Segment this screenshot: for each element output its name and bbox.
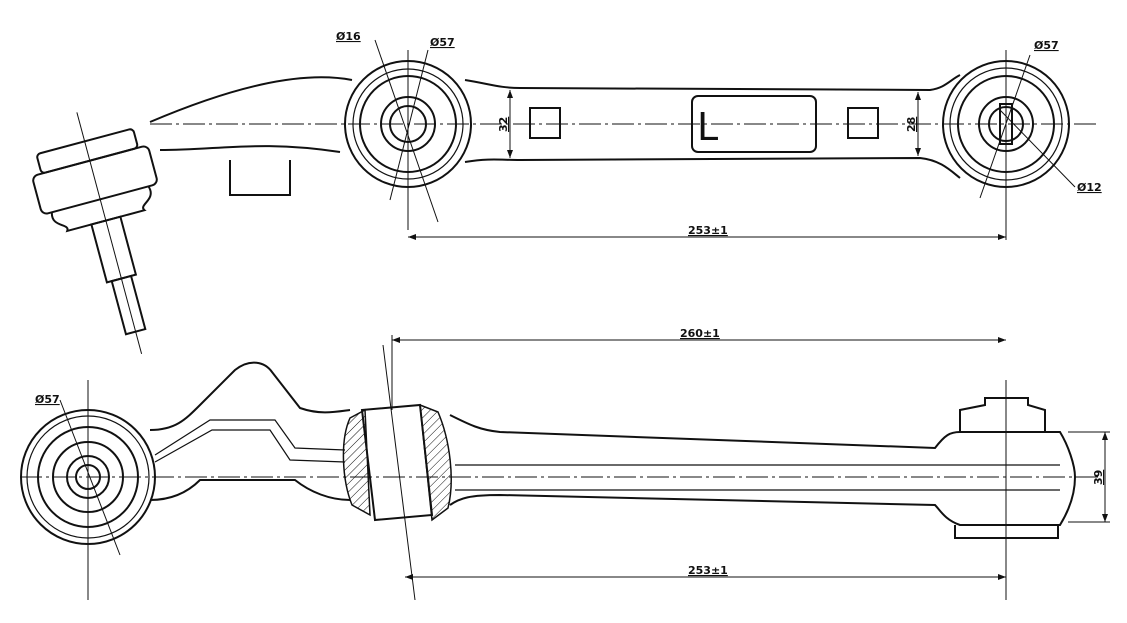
dim-32: 32 (497, 117, 510, 132)
arm-bottom-upper-edge (149, 361, 351, 431)
top-view: L 32 28 253±1 Ø16 Ø57 Ø57 Ø12 (32, 30, 1102, 354)
end-boss-top (959, 397, 1046, 432)
dim-28: 28 (905, 117, 918, 132)
top-slot-right (847, 107, 879, 139)
arm-lower-edge (159, 145, 961, 179)
arm-bottom-rib (154, 419, 346, 463)
dim-dia16: Ø16 (336, 30, 361, 43)
arm-bottom-body (449, 414, 1077, 526)
dim-39: 39 (1092, 470, 1105, 485)
dim-253-bottom: 253±1 (688, 564, 728, 577)
side-marking-box (691, 95, 817, 153)
dim-dia57-bottom: Ø57 (35, 393, 60, 406)
dim-dia57-right: Ø57 (1034, 39, 1059, 52)
dim-dia57-left: Ø57 (430, 36, 455, 49)
left-bushing (344, 39, 472, 230)
ball-joint (32, 112, 158, 354)
bushing-rubber-left (342, 408, 371, 517)
bottom-view: 260±1 253±1 39 Ø57 (20, 327, 1110, 601)
bushing-sleeve (360, 403, 434, 522)
top-slot-left (529, 107, 561, 139)
side-marking: L (697, 105, 718, 149)
arm-upper-edge (149, 74, 961, 123)
arm-bottom-lower-edge (149, 479, 351, 501)
dim-253-top: 253±1 (688, 224, 728, 237)
right-bushing (942, 50, 1076, 240)
bushing-rubber-right (419, 403, 452, 522)
dim-260: 260±1 (680, 327, 720, 340)
arm-boss (229, 160, 291, 196)
dim-dia12: Ø12 (1077, 181, 1102, 194)
left-bushing-bottom (20, 380, 156, 600)
bushing-axis (382, 344, 416, 601)
